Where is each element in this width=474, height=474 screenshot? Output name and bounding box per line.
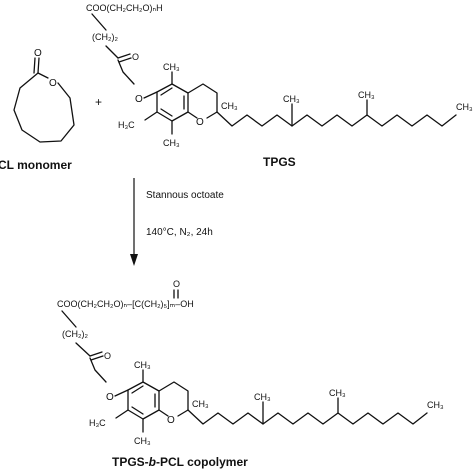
product-linker-bond-3 [89, 357, 107, 383]
product-phenol-o: O [106, 392, 114, 403]
tpgs-linker-bond-2 [105, 45, 119, 59]
tpgs-pyran-o-bond [206, 111, 218, 119]
tpgs-ch3-end: CH₃ [456, 102, 473, 112]
pcl-carbonyl-double [173, 289, 179, 299]
tpgs-ch3-top: CH₃ [163, 62, 180, 72]
product-ester-o: O [104, 351, 111, 361]
product-structure: O COO(CH₂CH₂O)ₙ–[C(CH₂)₅]ₘ–OH (CH₂)₂ O O… [57, 279, 444, 446]
product-ch3-quat: CH₃ [192, 399, 209, 409]
tpgs-ch3-quat: CH₃ [221, 101, 238, 111]
product-ch3-bottom: CH₃ [134, 436, 151, 446]
tpgs-ch3-chain1: CH₃ [283, 94, 300, 104]
tpgs-ch2-group: (CH₂)₂ [92, 32, 118, 42]
plus-sign: + [95, 95, 102, 109]
tpgs-ester-carbonyl [117, 53, 132, 63]
tpgs-pyran-ring [187, 83, 218, 119]
tpgs-linker-bond-1 [91, 13, 107, 31]
catalyst-text: Stannous octoate [146, 190, 224, 201]
tpgs-ester-o: O [132, 52, 139, 62]
tpgs-phytyl-chain [216, 111, 457, 127]
product-linker-bond-2 [75, 342, 91, 357]
pcl-carbonyl-o: O [173, 279, 180, 289]
product-ch3-top: CH₃ [134, 360, 151, 370]
tpgs-ch3-chain2: CH₃ [358, 90, 375, 100]
tpgs-phenol-o: O [135, 94, 143, 105]
tpgs-ring-o: O [196, 117, 204, 128]
product-label: TPGS-b-PCL copolymer [112, 455, 248, 469]
product-phytyl-chain [187, 409, 428, 425]
cl-carbonyl-o: O [34, 48, 42, 59]
cl-carbonyl-bond [37, 57, 40, 74]
tpgs-methyl-bond-left [144, 111, 158, 121]
product-h3c-left: H₃C [89, 418, 106, 428]
cl-ring-o-bond [37, 72, 49, 79]
product-label-prefix: TPGS- [112, 455, 149, 469]
product-label-suffix: -PCL copolymer [156, 455, 248, 469]
cl-ring-o: O [49, 78, 57, 89]
product-linker-bond-1 [61, 310, 77, 328]
tpgs-peg-group: COO(CH₂CH₂O)ₙH [86, 3, 163, 13]
tpgs-structure: COO(CH₂CH₂O)ₙH (CH₂)₂ O O O CH₃ H₃C CH₃ … [86, 3, 473, 148]
product-ch2-group: (CH₂)₂ [62, 329, 88, 339]
product-methyl-bond-left [115, 409, 129, 419]
tpgs-phenol-bond [143, 91, 158, 99]
product-aromatic-double-bonds [131, 385, 156, 415]
cl-monomer-structure: O O [13, 48, 75, 143]
product-phenol-bond [114, 389, 129, 397]
arrow-head [130, 254, 138, 266]
tpgs-label: TPGS [263, 155, 296, 169]
product-ch3-chain1: CH₃ [254, 392, 271, 402]
cl-carbonyl-bond-double [33, 57, 36, 74]
product-ring-o: O [167, 415, 175, 426]
product-label-b: b [149, 455, 156, 469]
reaction-arrow [130, 178, 138, 266]
tpgs-linker-bond-3 [117, 59, 135, 85]
cl-monomer-label: CL monomer [0, 158, 72, 172]
tpgs-aromatic-double-bonds [160, 87, 185, 117]
cl-ring-bonds [13, 72, 75, 143]
product-pyran-o-bond [177, 409, 189, 417]
tpgs-h3c-left: H₃C [118, 120, 135, 130]
product-peg-pcl-group: COO(CH₂CH₂O)ₙ–[C(CH₂)₅]ₘ–OH [57, 299, 194, 309]
product-ester-carbonyl [89, 351, 104, 361]
product-pyran-ring [158, 381, 189, 417]
product-ch3-end: CH₃ [427, 400, 444, 410]
tpgs-ch3-bottom: CH₃ [163, 138, 180, 148]
product-ch3-chain2: CH₃ [329, 388, 346, 398]
conditions-text: 140°C, N₂, 24h [146, 227, 213, 238]
